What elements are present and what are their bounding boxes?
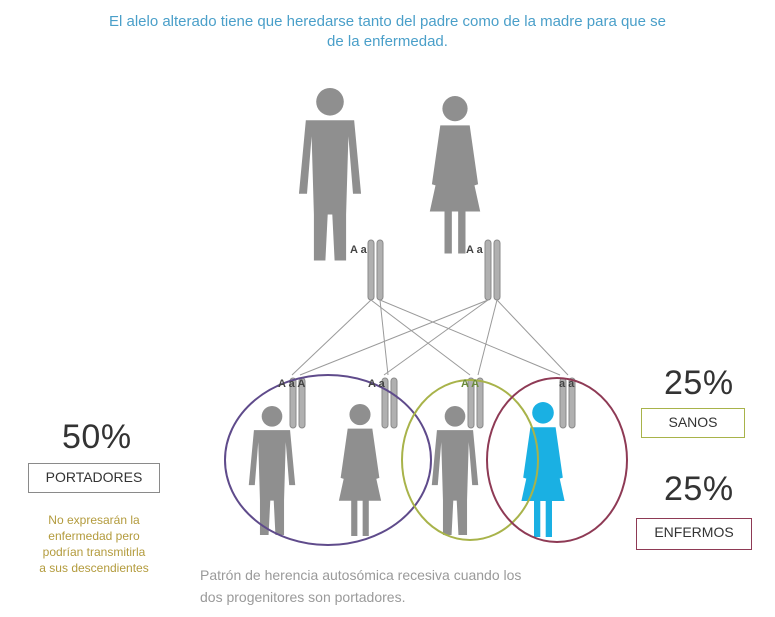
child4-alleles: a a	[559, 378, 575, 390]
carriers-label: PORTADORES	[28, 463, 160, 493]
caption-line-1: Patrón de herencia autosómica recesiva c…	[200, 567, 522, 583]
healthy-label: SANOS	[641, 408, 745, 438]
inheritance-lines	[291, 299, 569, 376]
carriers-circle	[224, 374, 432, 546]
father-alleles: A a	[350, 244, 367, 256]
header-text: El alelo alterado tiene que heredarse ta…	[0, 12, 775, 52]
mother-chromosomes	[484, 239, 501, 301]
mother-alleles: A a	[466, 244, 483, 256]
child2-alleles: A a	[368, 378, 385, 390]
children-chromosomes	[289, 377, 576, 429]
healthy-percent: 25%	[664, 364, 734, 402]
child3-alleles: A A	[461, 378, 480, 390]
carriers-percent: 50%	[62, 418, 132, 456]
healthy-circle	[401, 379, 539, 541]
child-male-1	[248, 406, 296, 535]
carriers-note-line-1: No expresarán la	[48, 513, 140, 527]
carriers-note-line-2: enfermedad pero	[48, 529, 140, 543]
carriers-note-line-3: podrían transmitirla	[42, 545, 146, 559]
carriers-note: No expresarán la enfermedad pero podrían…	[14, 512, 174, 576]
sick-percent: 25%	[664, 470, 734, 508]
mother-figure	[429, 96, 481, 254]
header-line-2: de la enfermedad.	[327, 33, 448, 50]
caption: Patrón de herencia autosómica recesiva c…	[200, 564, 521, 608]
sick-circle	[486, 377, 628, 543]
father-figure	[298, 88, 362, 261]
child-female-1	[338, 404, 382, 536]
sick-label: ENFERMOS	[636, 518, 752, 550]
header-line-1: El alelo alterado tiene que heredarse ta…	[108, 13, 667, 30]
child1-alleles: A a A	[278, 378, 306, 390]
carriers-note-line-4: a sus descendientes	[39, 561, 149, 575]
child-female-affected	[521, 402, 565, 537]
father-chromosomes	[367, 239, 384, 301]
caption-line-2: dos progenitores son portadores.	[200, 589, 406, 605]
